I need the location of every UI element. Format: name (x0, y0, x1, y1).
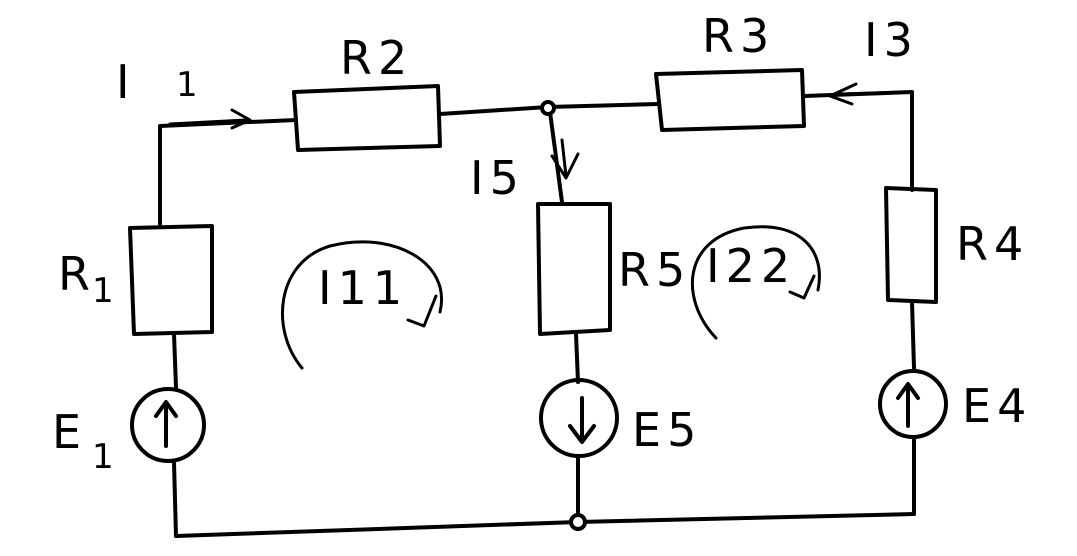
node-bottom (569, 513, 587, 531)
node-top (540, 100, 556, 116)
arrow-down-icon (568, 396, 596, 444)
label-i11: I11 (318, 261, 408, 315)
loop-arrow-i11 (406, 294, 438, 328)
label-e5: E5 (632, 403, 702, 457)
current-arrow-i5 (550, 138, 580, 180)
arrow-up-icon (154, 400, 178, 448)
label-r4: R4 (956, 217, 1029, 271)
label-e1-sub: 1 (92, 437, 114, 477)
label-i1: I (116, 55, 136, 109)
label-i22: I22 (706, 239, 796, 293)
wire-e1-bottom (172, 460, 178, 538)
label-r2: R2 (340, 31, 413, 85)
label-r1: R (58, 247, 96, 301)
label-r5: R5 (618, 243, 691, 297)
resistor-r1 (128, 224, 214, 336)
wire-r4-e4 (910, 300, 916, 370)
wire-r1-e1 (172, 332, 178, 390)
label-i1-sub: 1 (176, 65, 198, 105)
label-e1: E (52, 405, 87, 459)
wire-r2-node (438, 105, 550, 116)
wire-r5-e5 (574, 332, 580, 384)
loop-arc-i11 (281, 240, 443, 370)
label-i3: I3 (864, 13, 919, 67)
label-i5: I5 (470, 151, 525, 205)
resistor-r5 (536, 202, 612, 336)
wire-node-r3 (546, 102, 660, 109)
resistor-r4 (884, 186, 938, 304)
loop-arc-i22 (690, 225, 821, 340)
resistor-r2 (292, 84, 442, 152)
source-e5 (539, 378, 619, 458)
current-arrow-i1 (168, 108, 252, 130)
source-e1 (130, 387, 206, 463)
label-e4: E4 (962, 379, 1032, 433)
arrow-up-icon (896, 382, 920, 428)
resistor-r3 (654, 68, 806, 132)
wire-bottom (174, 512, 916, 538)
wire-left-top (158, 118, 298, 226)
wire-node-r5 (548, 110, 564, 204)
wire-r3-right (802, 90, 914, 192)
current-arrow-i3 (828, 82, 908, 106)
label-r1-sub: 1 (92, 271, 114, 311)
source-e4 (878, 369, 948, 439)
loop-arrow-i22 (788, 274, 816, 300)
label-r3: R3 (702, 9, 775, 63)
